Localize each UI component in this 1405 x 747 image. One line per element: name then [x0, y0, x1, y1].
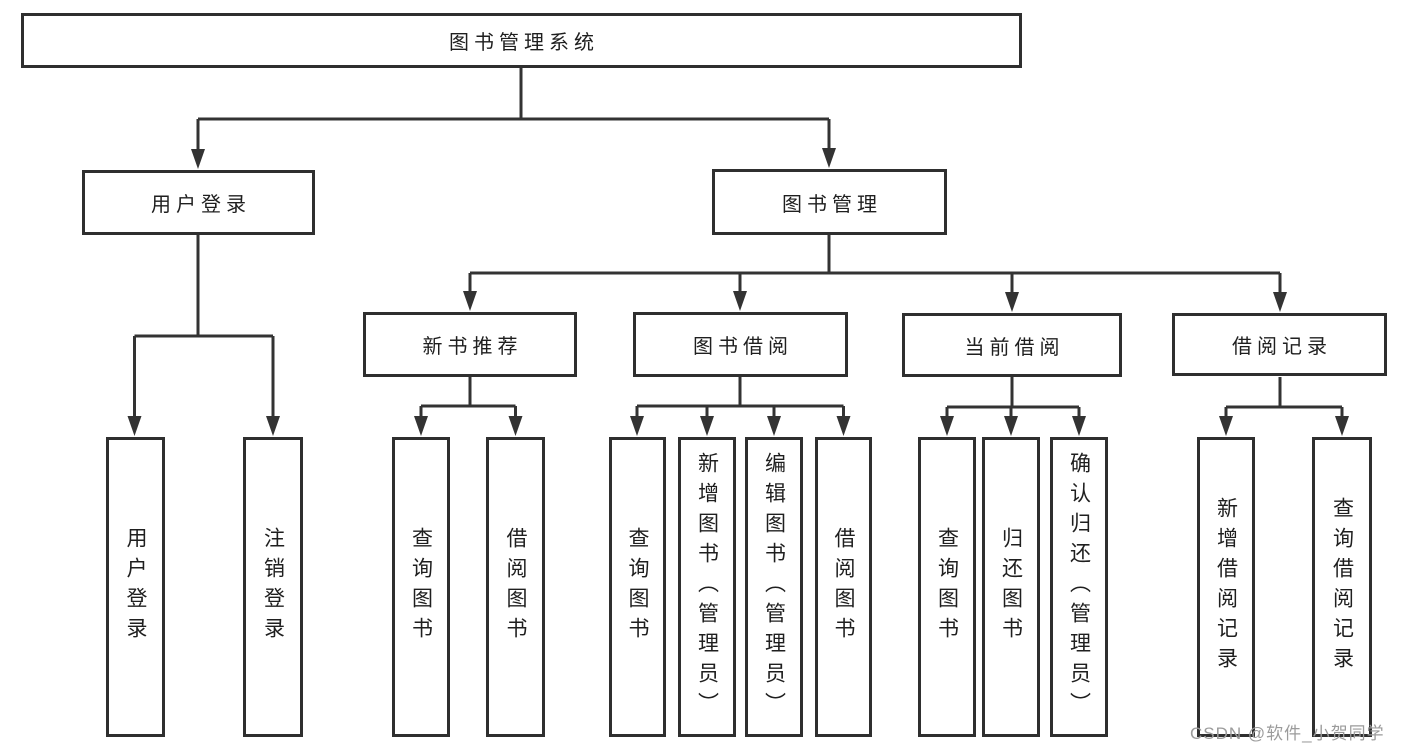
- node-label: 查询借阅记录: [1330, 497, 1354, 677]
- node-label: 新书推荐: [422, 336, 523, 358]
- leaf-recommend-borrow-book: 借阅图书: [486, 437, 545, 737]
- node-label: 编辑图书（管理员）: [762, 452, 786, 722]
- connector-root-branch: [191, 68, 836, 169]
- node-label: 注销登录: [261, 527, 285, 647]
- node-label: 当前借阅: [964, 336, 1065, 359]
- node-label: 归还图书: [999, 527, 1023, 647]
- node-label: 借阅图书: [504, 527, 527, 647]
- node-label: 新增图书（管理员）: [695, 452, 719, 722]
- leaf-user-login: 用户登录: [106, 437, 165, 737]
- leaf-borrow-borrow-book: 借阅图书: [815, 437, 872, 737]
- node-label: 借阅图书: [832, 527, 855, 647]
- watermark: CSDN @软件_小贺同学: [1190, 724, 1385, 743]
- node-label: 确认归还（管理员）: [1067, 452, 1091, 722]
- node-label: 图书管理: [782, 193, 882, 216]
- leaf-logout: 注销登录: [243, 437, 303, 737]
- node-new-book-recommend: 新书推荐: [363, 312, 577, 377]
- node-user-login: 用户登录: [82, 170, 315, 235]
- node-label: 借阅记录: [1232, 336, 1332, 358]
- leaf-current-confirm-return-admin: 确认归还（管理员）: [1050, 437, 1108, 737]
- node-library-system-root: 图书管理系统: [21, 13, 1022, 68]
- connector-current-branch: [940, 377, 1086, 436]
- node-current-borrow: 当前借阅: [902, 313, 1122, 377]
- connector-user-login-branch: [127, 235, 280, 436]
- node-label: 图书借阅: [693, 336, 793, 358]
- node-book-borrow: 图书借阅: [633, 312, 848, 377]
- leaf-record-add-borrow-record: 新增借阅记录: [1197, 437, 1255, 737]
- leaf-record-query-borrow-record: 查询借阅记录: [1312, 437, 1372, 737]
- leaf-borrow-edit-book-admin: 编辑图书（管理员）: [745, 437, 803, 737]
- leaf-current-return-book: 归还图书: [982, 437, 1040, 737]
- leaf-current-query-book: 查询图书: [918, 437, 976, 737]
- node-label: 查询图书: [935, 527, 959, 647]
- connector-recommend-branch: [414, 377, 523, 436]
- connector-borrow-branch: [630, 377, 851, 436]
- node-label: 图书管理系统: [449, 32, 599, 54]
- node-book-management: 图书管理: [712, 169, 947, 235]
- node-label: 查询图书: [409, 527, 433, 647]
- node-label: 查询图书: [626, 527, 649, 647]
- leaf-borrow-query-book: 查询图书: [609, 437, 666, 737]
- leaf-borrow-add-book-admin: 新增图书（管理员）: [678, 437, 736, 737]
- node-label: 新增借阅记录: [1214, 497, 1238, 677]
- leaf-recommend-query-book: 查询图书: [392, 437, 450, 737]
- node-label: 用户登录: [151, 194, 251, 216]
- connector-book-mgmt-branch: [463, 235, 1287, 312]
- node-label: 用户登录: [124, 527, 147, 647]
- node-borrow-record: 借阅记录: [1172, 313, 1387, 376]
- connector-record-branch: [1219, 377, 1349, 436]
